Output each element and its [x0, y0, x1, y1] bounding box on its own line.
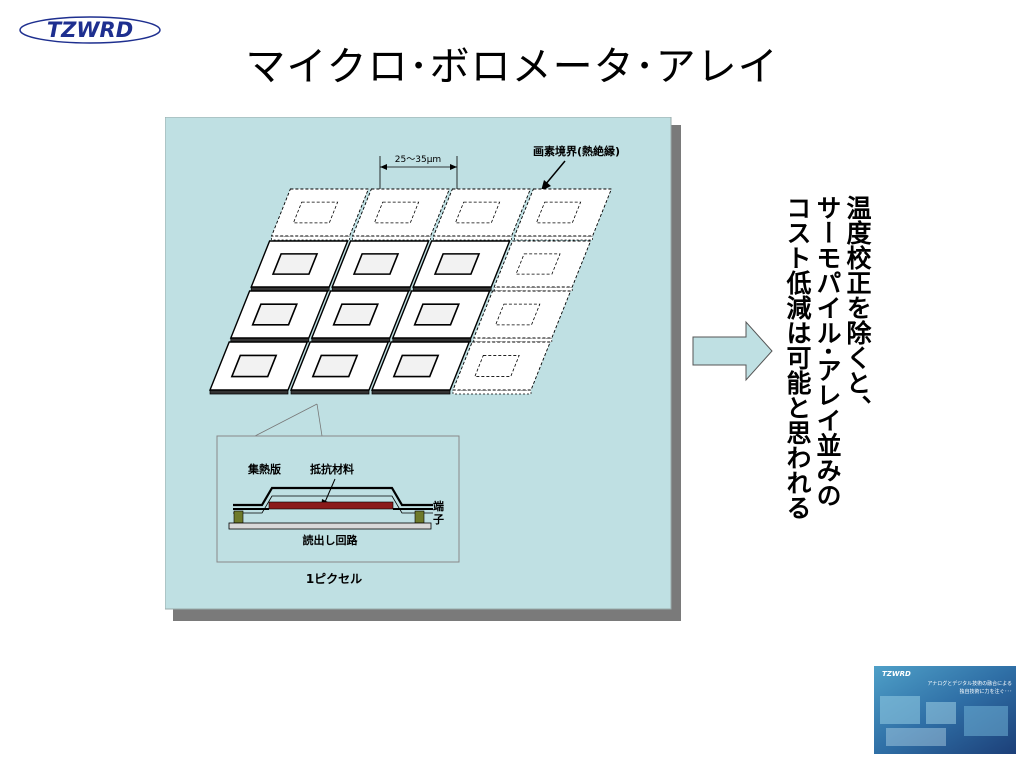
pixel-cell-r3-c1-window	[251, 303, 298, 326]
pixel-cell-r2-c4-edge	[493, 286, 573, 292]
pixel-cell-r1-c1-window	[292, 201, 339, 224]
pixel-cell-r3-c4-edge	[473, 337, 553, 343]
heat-plate-label: 集熱版	[247, 462, 281, 476]
pixel-cell-r3-c4-window	[495, 303, 541, 326]
resistor-material	[268, 501, 394, 510]
logo-text: TZWRD	[47, 18, 133, 42]
pixel-cell-r2-c1-window	[271, 253, 319, 275]
pixel-cell-r3-c2-window	[332, 303, 379, 326]
boundary-label: 画素境界(熱絶縁)	[533, 144, 620, 158]
pixel-cell-r2-c2-window	[352, 253, 400, 275]
note-line-1: 温度校正を除くと、	[843, 195, 872, 420]
pixel-cell-r3-c3-window	[413, 303, 460, 326]
readout-label: 読出し回路	[303, 533, 359, 547]
pixel-cell-r4-c4-edge	[452, 389, 532, 395]
pixel-cell-r1-c4-window	[535, 201, 582, 224]
thumb-logo: TZWRD	[882, 670, 911, 678]
pixel-cell-r4-c3-window	[392, 354, 440, 378]
cross-section-box	[216, 435, 460, 563]
thumb-line-2: 独自技術に力を注ぐ･･･	[959, 688, 1012, 695]
terminal-left	[233, 510, 244, 524]
pixel-label: 1ピクセル	[306, 572, 362, 586]
pixel-cell-r2-c3-window	[433, 253, 481, 275]
right-arrow-icon	[692, 320, 773, 382]
company-logo: TZWRD	[19, 16, 161, 44]
resistor-label: 抵抗材料	[310, 462, 354, 476]
pixel-cell-r2-c4-window	[515, 253, 561, 275]
slide-title: マイクロ･ボロメータ･アレイ	[245, 44, 779, 90]
pitch-label: 25～35μm	[395, 155, 441, 165]
boundary-arrowhead	[541, 180, 551, 191]
readout-circuit	[228, 522, 432, 530]
note-line-3: コスト低減は可能と思われる	[783, 195, 812, 520]
heat-plate	[233, 486, 433, 507]
terminal-right	[414, 510, 425, 524]
pixel-cell-r1-c3-edge	[433, 235, 512, 241]
logo-ellipse	[19, 16, 161, 44]
pixel-cell-r1-c2-window	[373, 201, 420, 224]
pixel-cell-r1-c1-edge	[271, 235, 350, 241]
note-line-2: サーモパイル･アレイ並みの	[813, 195, 842, 508]
bolometer-array-diagram: 25～35μm 画素境界(熱絶縁) 集熱版 抵抗材料 端子 読出し回路 1ピクセ…	[165, 117, 681, 621]
pixel-cell-r1-c4-edge	[514, 235, 593, 241]
pixel-cell-r1-c3-window	[454, 201, 501, 224]
pixel-cell-r4-c1-window	[230, 354, 278, 378]
company-thumbnail: TZWRD アナログとデジタル技術の融合による 独自技術に力を注ぐ･･･	[874, 666, 1016, 754]
pixel-cell-r1-c2-edge	[352, 235, 431, 241]
thumb-line-1: アナログとデジタル技術の融合による	[927, 680, 1012, 687]
terminal-label: 端子	[433, 499, 444, 526]
pixel-cell-r4-c4-window	[474, 355, 520, 377]
pixel-cell-r4-c2-window	[311, 354, 359, 378]
pixel-grid	[208, 188, 613, 395]
